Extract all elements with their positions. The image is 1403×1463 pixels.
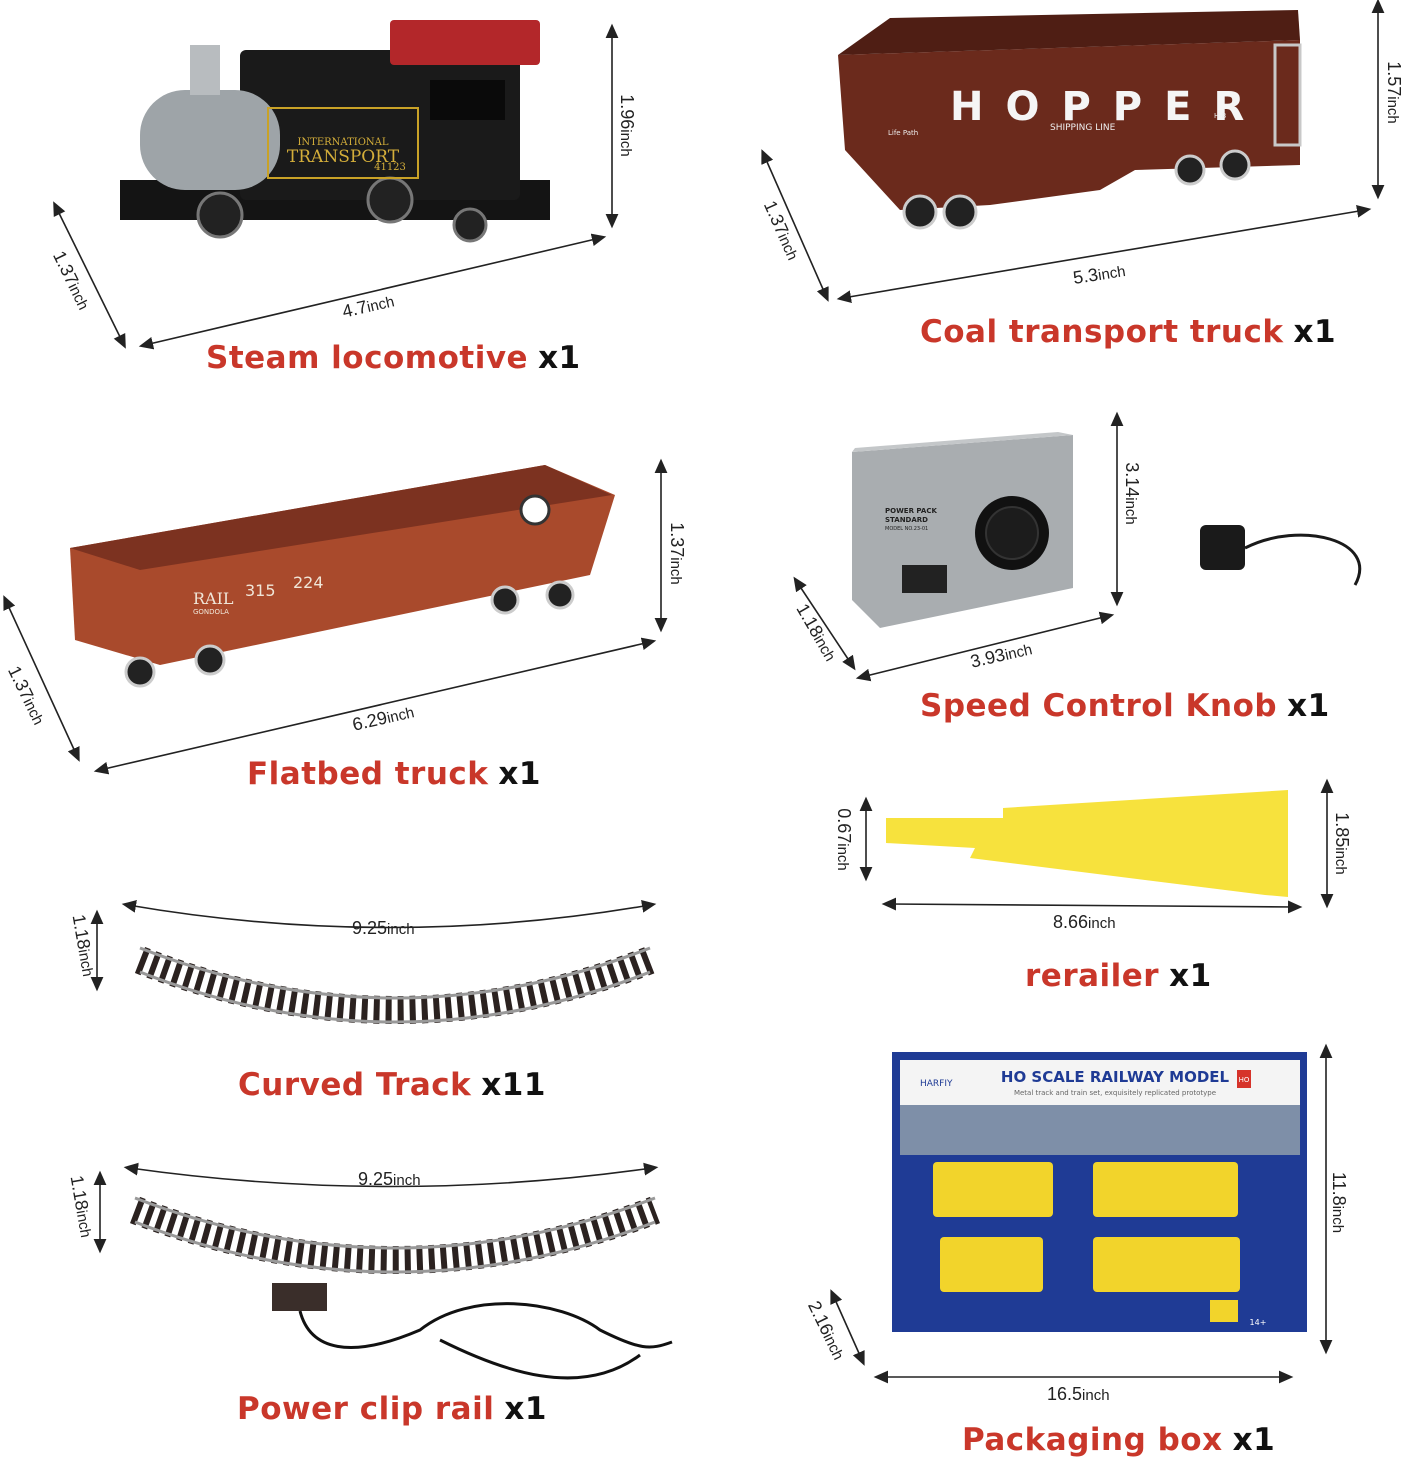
curved-track-length-value: 9.25	[352, 918, 388, 938]
unit-label: inch	[616, 129, 634, 157]
item-qty: x1	[504, 1391, 547, 1427]
rerailer-image	[886, 790, 1288, 897]
power-pack-text-2: STANDARD	[885, 516, 928, 524]
box-brand: HARFIY	[920, 1079, 953, 1089]
loco-height-value: 1.96	[616, 94, 637, 130]
rerailer-length-value: 8.66	[1053, 912, 1089, 932]
box-length-value: 16.5	[1047, 1384, 1083, 1404]
hopper-length-value: 5.3	[1071, 264, 1100, 288]
loco-text-1: INTERNATIONAL	[297, 137, 388, 148]
clip-rail-length-label: 9.25inch	[358, 1169, 421, 1190]
gondola-height-label: 1.37inch	[666, 522, 687, 585]
gondola-text-4: 224	[293, 573, 324, 592]
rerailer-height-label: 1.85inch	[1331, 812, 1352, 875]
gondola-text-1: RAIL	[193, 589, 234, 608]
box-title: HO SCALE RAILWAY MODEL	[1001, 1068, 1230, 1086]
loco-text-2: TRANSPORT	[287, 147, 400, 167]
steam-locomotive-image: INTERNATIONAL TRANSPORT 41123	[120, 20, 550, 243]
box-ho-badge: HO	[1239, 1076, 1250, 1084]
box-height-value: 11.8	[1329, 1171, 1350, 1206]
item-qty: x1	[538, 340, 581, 376]
hopper-h8: H-8	[1214, 112, 1226, 120]
clip-rail-length-value: 9.25	[358, 1169, 394, 1189]
gondola-text-2: GONDOLA	[193, 608, 229, 616]
powerpack-height-label: 3.14inch	[1121, 462, 1142, 525]
item-name: Coal transport truck	[920, 314, 1284, 350]
item-name: Steam locomotive	[206, 340, 529, 376]
unit-label: inch	[74, 947, 97, 978]
rerailer-height-value: 1.85	[1331, 812, 1352, 848]
item-name: rerailer	[1025, 958, 1160, 994]
box-subtitle: Metal track and train set, exquisitely r…	[1014, 1089, 1216, 1097]
rerailer-width-label: 0.67inch	[833, 808, 854, 871]
item-name: Packaging box	[962, 1422, 1223, 1458]
unit-label: inch	[833, 843, 851, 871]
loco-text-3: 41123	[374, 162, 406, 173]
curved-track-length-label: 9.25inch	[352, 918, 415, 939]
unit-label: inch	[387, 921, 415, 938]
item-qty: x1	[498, 756, 541, 792]
item-qty: x1	[1293, 314, 1337, 350]
box-height-label: 11.8inch	[1328, 1172, 1349, 1233]
box-age: 14+	[1250, 1318, 1267, 1327]
hopper-height-value: 1.57	[1383, 61, 1403, 97]
powerpack-height-value: 3.14	[1121, 462, 1142, 498]
unit-label: inch	[1096, 262, 1127, 285]
unit-label: inch	[1088, 915, 1116, 932]
item-qty: x1	[1169, 958, 1212, 994]
unit-label: inch	[72, 1208, 95, 1239]
item-name: Flatbed truck	[247, 756, 489, 792]
hopper-text: HOPPER	[950, 84, 1266, 130]
power-pack-text-3: MODEL NO.23-01	[885, 526, 928, 532]
item-qty: x1	[1232, 1422, 1276, 1458]
item-qty: x11	[481, 1067, 546, 1103]
hopper-shipping: SHIPPING LINE	[1050, 123, 1116, 133]
gondola-height-value: 1.37	[666, 522, 687, 558]
packaging-box-image: HO SCALE RAILWAY MODEL Metal track and t…	[892, 1052, 1307, 1332]
unit-label: inch	[393, 1172, 421, 1189]
rerailer-length-label: 8.66inch	[1053, 912, 1116, 933]
gondola-car-image: RAIL GONDOLA 315 224	[70, 465, 615, 688]
hopper-life-path: Life Path	[888, 129, 918, 137]
loco-height-label: 1.96inch	[616, 94, 637, 157]
hopper-height-label: 1.57inch	[1383, 61, 1403, 124]
unit-label: inch	[1082, 1387, 1110, 1404]
power-clip-rail-image	[129, 1196, 673, 1380]
unit-label: inch	[1329, 1205, 1347, 1234]
hopper-car-image: HOPPER Life Path SHIPPING LINE H-8	[838, 10, 1302, 230]
unit-label: inch	[666, 557, 684, 585]
gondola-text-3: 315	[245, 581, 276, 600]
item-name: Speed Control Knob	[920, 688, 1278, 724]
box-length-label: 16.5inch	[1047, 1384, 1110, 1405]
curved-track-image	[134, 946, 656, 1024]
unit-label: inch	[1331, 847, 1349, 875]
unit-label: inch	[1121, 497, 1139, 525]
unit-label: inch	[1383, 96, 1401, 124]
power-pack-text-1: POWER PACK	[885, 507, 937, 515]
power-pack-image: POWER PACK STANDARD MODEL NO.23-01	[852, 432, 1362, 628]
item-name: Power clip rail	[237, 1391, 495, 1427]
item-qty: x1	[1287, 688, 1330, 724]
item-name: Curved Track	[238, 1067, 472, 1103]
rerailer-width-value: 0.67	[833, 808, 854, 844]
